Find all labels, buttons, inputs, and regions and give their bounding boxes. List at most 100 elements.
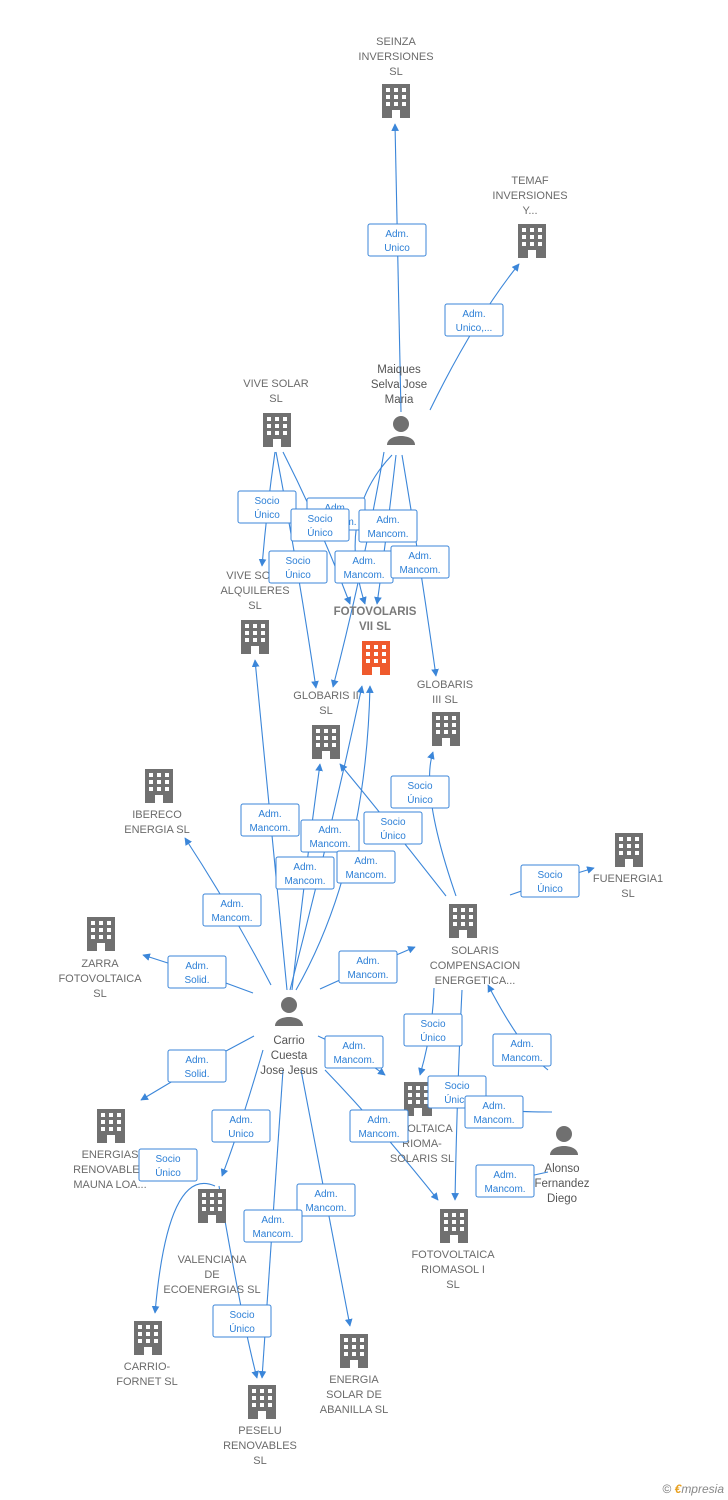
node-label: FOTOVOLTAICA <box>411 1249 495 1261</box>
node-label: FOTOVOLTAICA <box>58 973 142 985</box>
node-solaris[interactable]: SOLARISCOMPENSACIONENERGETICA... <box>430 904 521 987</box>
relation-label-box <box>363 811 423 845</box>
relation-label[interactable]: Adm.Mancom. <box>492 1033 552 1067</box>
relation-label-box <box>240 803 300 837</box>
relation-label-text: Socio <box>229 1310 254 1321</box>
relation-label[interactable]: Adm.Solid. <box>167 955 227 989</box>
relation-label-text: Socio <box>380 817 405 828</box>
building-icon <box>312 725 340 759</box>
node-label: Diego <box>547 1193 577 1205</box>
node-label: RENOVABLES <box>73 1164 147 1176</box>
building-icon <box>440 1209 468 1243</box>
relation-label-text: Mancom. <box>252 1229 293 1240</box>
relation-label[interactable]: Adm.Mancom. <box>464 1095 524 1129</box>
relation-label-text: Único <box>307 526 333 539</box>
person-icon <box>550 1126 578 1155</box>
relation-label-text: Solid. <box>184 975 209 986</box>
relation-label[interactable]: Adm.Mancom. <box>275 856 335 890</box>
node-carriofornet[interactable]: CARRIO-FORNET SL <box>116 1321 178 1388</box>
relation-label-text: Socio <box>420 1019 445 1030</box>
node-label: III SL <box>432 694 458 706</box>
node-label: RIOMA- <box>402 1138 442 1150</box>
edge-maiques-to-temaf <box>429 263 520 411</box>
node-label: SOLAR DE <box>326 1389 382 1401</box>
relation-label[interactable]: Adm.Mancom. <box>475 1164 535 1198</box>
node-label: IBERECO <box>132 809 182 821</box>
node-label: ECOENERGIAS SL <box>163 1284 260 1296</box>
relation-label-text: Adm. <box>314 1189 337 1200</box>
node-label: DE <box>204 1269 219 1281</box>
relation-label[interactable]: Adm.Mancom. <box>324 1035 384 1069</box>
node-temaf[interactable]: TEMAFINVERSIONESY... <box>492 175 568 258</box>
relation-label-box <box>211 1109 271 1143</box>
node-label: ENERGETICA... <box>435 975 516 987</box>
person-icon <box>387 416 415 445</box>
node-label: MAUNA LOA... <box>73 1179 146 1191</box>
building-icon <box>263 413 291 447</box>
relation-label[interactable]: Adm.Mancom. <box>202 893 262 927</box>
relation-label[interactable]: Adm.Solid. <box>167 1049 227 1083</box>
relation-label-text: Adm. <box>356 956 379 967</box>
node-label: TEMAF <box>511 175 549 187</box>
relation-label[interactable]: Adm.Mancom. <box>334 550 394 584</box>
edge-labels-layer: Adm.UnicoAdm.Unico,...Adm.Mancom.Adm.Man… <box>138 223 580 1338</box>
relation-label[interactable]: Adm.Mancom. <box>349 1109 409 1143</box>
relation-label-box <box>275 856 335 890</box>
relation-label-box <box>390 775 450 809</box>
node-label: ABANILLA SL <box>320 1404 389 1416</box>
building-icon <box>432 712 460 746</box>
relation-label[interactable]: Adm.Mancom. <box>358 509 418 543</box>
node-label: Fernandez <box>535 1178 590 1190</box>
footer-brand: © €mpresia <box>662 1482 724 1496</box>
building-icon <box>362 641 390 675</box>
relation-label[interactable]: Adm.Mancom. <box>336 850 396 884</box>
building-icon <box>145 769 173 803</box>
node-label: SL <box>269 393 282 405</box>
relation-label[interactable]: Adm.Mancom. <box>296 1183 356 1217</box>
relation-label[interactable]: Adm.Unico <box>211 1109 271 1143</box>
relation-label[interactable]: Adm.Mancom. <box>300 819 360 853</box>
relation-label-box <box>268 550 328 584</box>
relation-label[interactable]: Adm.Mancom. <box>390 545 450 579</box>
relation-label-text: Adm. <box>220 899 243 910</box>
node-label: SL <box>319 705 332 717</box>
relation-label-text: Adm. <box>354 856 377 867</box>
relation-label-text: Adm. <box>261 1215 284 1226</box>
relation-label[interactable]: Adm.Unico,... <box>444 303 504 337</box>
relation-label-box <box>300 819 360 853</box>
building-icon <box>449 904 477 938</box>
building-icon <box>340 1334 368 1368</box>
relation-label[interactable]: Adm.Unico <box>367 223 427 257</box>
relation-label[interactable]: Adm.Mancom. <box>240 803 300 837</box>
edge-valenciana-to-carriofornet <box>151 1182 216 1314</box>
relation-label-text: Adm. <box>408 551 431 562</box>
node-label: SL <box>248 600 261 612</box>
relation-label[interactable]: Adm.Mancom. <box>338 950 398 984</box>
relation-label[interactable]: Adm. Mancom. <box>243 1209 303 1243</box>
